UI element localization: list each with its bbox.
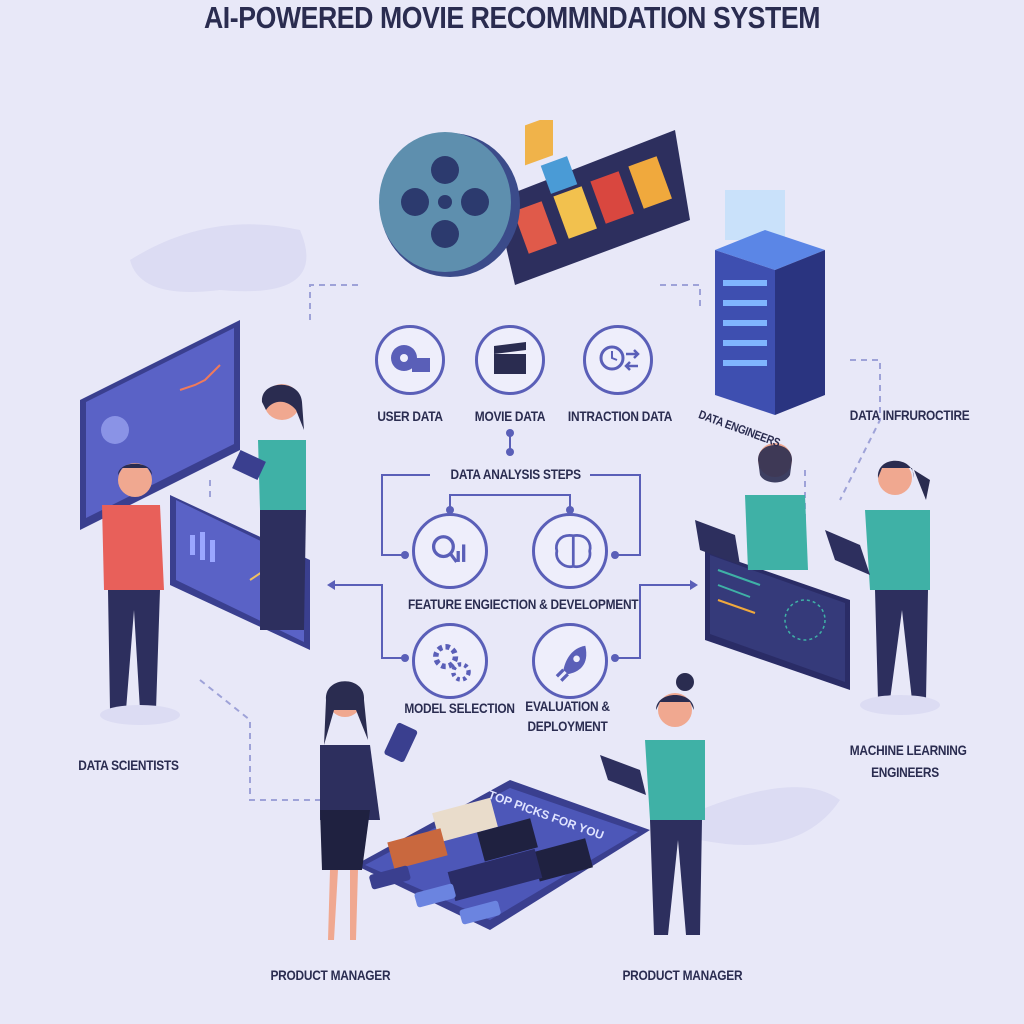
ml-engineers-label-line1: MACHINE LEARNING (849, 742, 967, 758)
analysis-heading: DATA ANALYSIS STEPS (450, 466, 582, 482)
film-reel-illustration (379, 120, 690, 285)
evaluation-label-line1: EVALUATION & (525, 698, 610, 714)
rocket-icon (532, 623, 608, 699)
interaction-data-label: INTRACTION DATA (567, 408, 673, 424)
user-data-icon (375, 325, 445, 395)
data-scientists-illustration (80, 320, 310, 725)
magnifier-chart-icon (412, 513, 488, 589)
product-manager-right-label: PRODUCT MANAGER (622, 967, 743, 983)
server-tower-illustration (715, 190, 825, 415)
data-infrastructure-label: DATA INFRUROCTIRE (849, 407, 970, 423)
gears-icon (412, 623, 488, 699)
movie-data-label: MOVIE DATA (474, 408, 546, 424)
product-manager-left-label: PRODUCT MANAGER (270, 967, 391, 983)
clapperboard-icon (475, 325, 545, 395)
clock-arrows-icon (583, 325, 653, 395)
recommendation-tablet (355, 780, 650, 930)
page-title: AI-POWERED MOVIE RECOMMNDATION SYSTEM (203, 0, 821, 35)
feature-engineering-label: FEATURE ENGIECTION & DEVELOPMENT (408, 596, 639, 612)
evaluation-label-line2: DEPLOYMENT (527, 718, 608, 734)
product-managers-illustration (320, 673, 705, 940)
model-selection-label: MODEL SELECTION (404, 700, 515, 716)
ml-engineers-label-line2: ENGINEERS (871, 764, 939, 780)
ml-engineers-illustration (695, 443, 940, 715)
user-data-label: USER DATA (377, 408, 443, 424)
data-scientists-label: DATA SCIENTISTS (78, 757, 179, 773)
brain-icon (532, 513, 608, 589)
